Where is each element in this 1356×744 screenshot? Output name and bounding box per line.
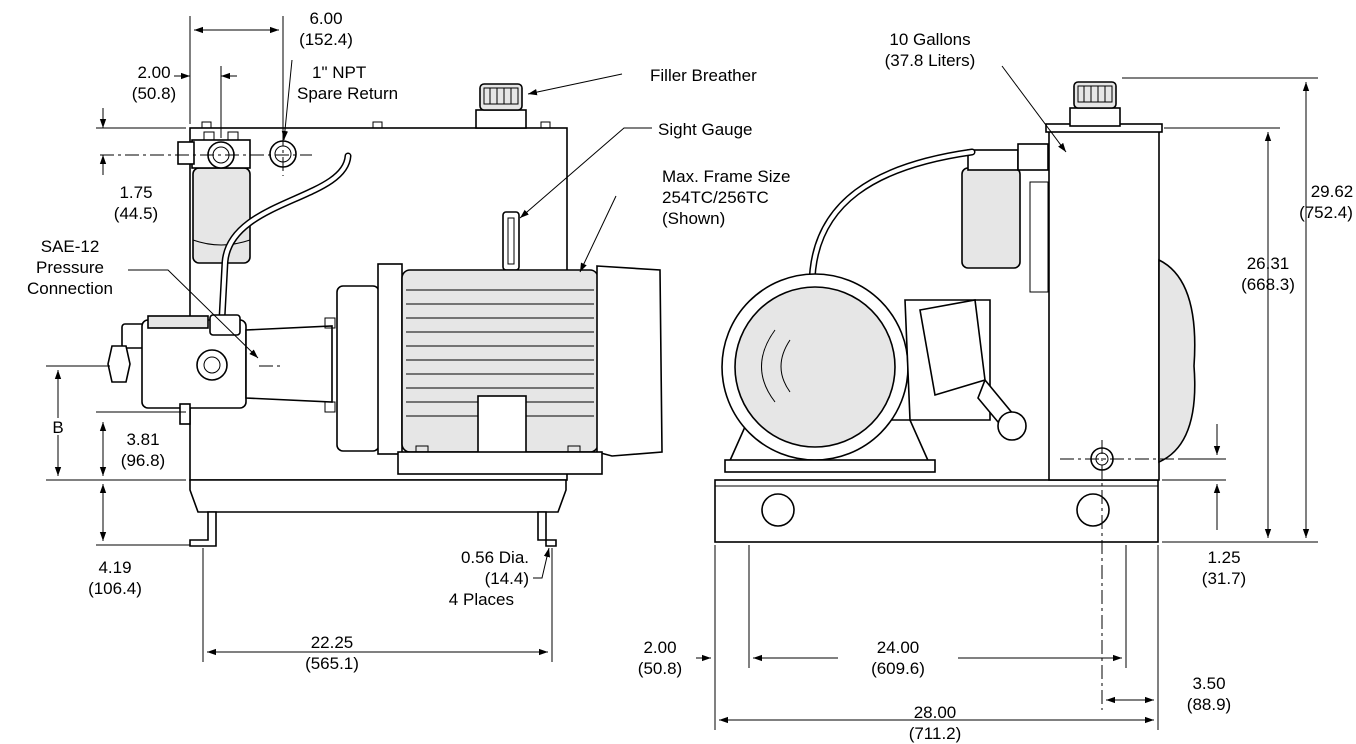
dim-1-25: 1.25 — [1207, 548, 1240, 567]
dim-24-00-mm: (609.6) — [871, 659, 925, 678]
sae-label-line3: Connection — [27, 279, 113, 298]
dim-4-19-mm: (106.4) — [88, 579, 142, 598]
dim-29-62: 29.62 — [1311, 182, 1354, 201]
front-view — [100, 83, 663, 547]
motor-front — [324, 263, 663, 475]
return-filter-side — [961, 143, 1049, 293]
dim-3-81: 3.81 — [126, 430, 159, 449]
bolt-head — [201, 121, 212, 129]
sight-gauge-label: Sight Gauge — [658, 120, 753, 139]
sae-label-line2: Pressure — [36, 258, 104, 277]
labels: 6.00 (152.4) 2.00 (50.8) 1" NPT Spare Re… — [27, 9, 1353, 743]
dim-29-62-mm: (752.4) — [1299, 203, 1353, 222]
dim-3-50-mm: (88.9) — [1187, 695, 1231, 714]
reservoir-side — [1048, 127, 1160, 481]
dim-2-00-top: 2.00 — [137, 63, 170, 82]
filler-breather-front — [475, 83, 527, 129]
dim-3-81-mm: (96.8) — [121, 451, 165, 470]
sight-gauge-front — [502, 211, 520, 271]
dim-26-31: 26.31 — [1247, 254, 1290, 273]
sae-label-line1: SAE-12 — [41, 237, 100, 256]
bolt-head — [540, 121, 551, 129]
dim-28-00-mm: (711.2) — [909, 724, 962, 743]
npt-label-line2: Spare Return — [297, 84, 398, 103]
lift-hole-right — [1076, 493, 1110, 527]
motor-side — [721, 273, 1027, 473]
npt-label-line1: 1" NPT — [312, 63, 366, 82]
dim-24-00: 24.00 — [877, 638, 920, 657]
frame-size-label-line2: 254TC/256TC — [662, 188, 769, 207]
dim-26-31-mm: (668.3) — [1241, 275, 1295, 294]
frame-size-label-line1: Max. Frame Size — [662, 167, 790, 186]
side-dimensions — [696, 65, 1318, 730]
filler-breather-label: Filler Breather — [650, 66, 757, 85]
gallons-label-line2: (37.8 Liters) — [885, 51, 976, 70]
gallons-label-line1: 10 Gallons — [889, 30, 970, 49]
foot-left — [189, 511, 217, 547]
foot-right — [537, 511, 557, 547]
bolt-head — [372, 121, 383, 129]
dim-2-00-bottom-mm: (50.8) — [638, 659, 682, 678]
dim-28-00: 28.00 — [914, 703, 957, 722]
frame-size-label-line3: (Shown) — [662, 209, 725, 228]
base-tray — [189, 479, 567, 513]
dim-1-75: 1.75 — [119, 183, 152, 202]
filler-breather-side — [1069, 81, 1121, 127]
dim-1-25-mm: (31.7) — [1202, 569, 1246, 588]
dia-label-line1: 0.56 Dia. — [461, 548, 529, 567]
side-view — [714, 81, 1196, 710]
dim-b: B — [52, 418, 63, 437]
dim-3-50: 3.50 — [1192, 674, 1225, 693]
front-dimensions — [46, 16, 652, 662]
dim-22-25-mm: (565.1) — [305, 654, 359, 673]
dim-6-00-mm: (152.4) — [299, 30, 353, 49]
dim-22-25: 22.25 — [311, 633, 354, 652]
dim-4-19: 4.19 — [98, 558, 131, 577]
lift-hole-left — [761, 493, 795, 527]
dia-label-line2: (14.4) — [485, 569, 529, 588]
dia-label-line3: 4 Places — [449, 590, 514, 609]
dim-1-75-mm: (44.5) — [114, 204, 158, 223]
dim-2-00-bottom: 2.00 — [643, 638, 676, 657]
return-filter-front — [177, 131, 251, 264]
dim-6-00: 6.00 — [309, 9, 342, 28]
dim-2-00-top-mm: (50.8) — [132, 84, 176, 103]
